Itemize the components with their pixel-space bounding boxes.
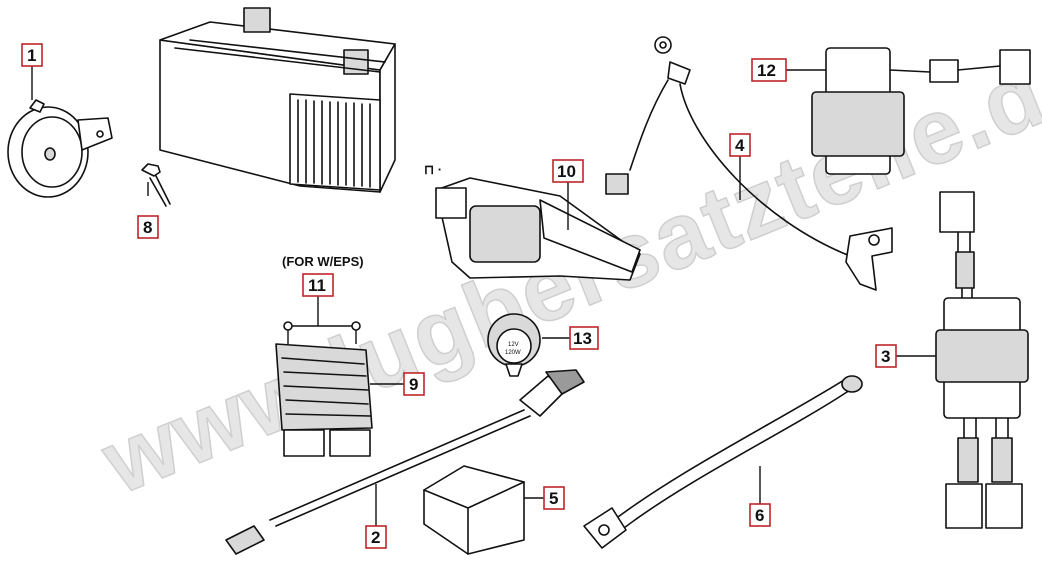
callout-4-text: 4 xyxy=(735,136,745,155)
callout-3-text: 3 xyxy=(881,347,890,366)
callout-12-text: 12 xyxy=(757,61,776,80)
screw-part xyxy=(141,163,171,207)
horn-part xyxy=(7,99,113,198)
callout-13: 13 xyxy=(569,326,599,350)
module-part-12 xyxy=(811,47,1031,175)
block-part-5 xyxy=(423,465,525,555)
connector-mark: ⊓ · xyxy=(424,162,442,177)
callout-10: 10 xyxy=(552,159,584,183)
callout-2-text: 2 xyxy=(371,528,380,547)
callout-10-text: 10 xyxy=(557,162,576,181)
cable-part-6 xyxy=(583,375,863,549)
callout-8: 8 xyxy=(137,215,159,239)
socket-part: 12V 120W xyxy=(487,313,541,377)
callout-6: 6 xyxy=(749,503,771,527)
eps-note: (FOR W/EPS) xyxy=(282,254,364,269)
callout-5: 5 xyxy=(543,486,565,510)
callout-1: 1 xyxy=(21,43,43,67)
battery-part xyxy=(159,7,396,193)
callout-3: 3 xyxy=(875,344,897,368)
callout-11: 11 xyxy=(302,273,334,297)
cable-part-2 xyxy=(225,369,585,555)
callout-12: 12 xyxy=(751,58,787,82)
module-part-3 xyxy=(935,191,1029,529)
callout-1-text: 1 xyxy=(27,46,36,65)
relay-part xyxy=(435,177,641,281)
leader-11 xyxy=(292,296,352,327)
callout-5-text: 5 xyxy=(549,489,558,508)
callout-9: 9 xyxy=(403,372,425,396)
callout-9-text: 9 xyxy=(409,375,418,394)
socket-text-120w: 120W xyxy=(505,350,521,356)
callout-8-text: 8 xyxy=(143,218,152,237)
callout-2: 2 xyxy=(365,525,387,549)
callout-13-text: 13 xyxy=(573,329,592,348)
regulator-part xyxy=(275,321,373,457)
socket-text-12v: 12V xyxy=(508,342,519,348)
callout-11-text: 11 xyxy=(308,276,326,295)
cable-part-4 xyxy=(605,36,893,291)
callout-6-text: 6 xyxy=(755,506,764,525)
callout-4: 4 xyxy=(729,133,751,157)
